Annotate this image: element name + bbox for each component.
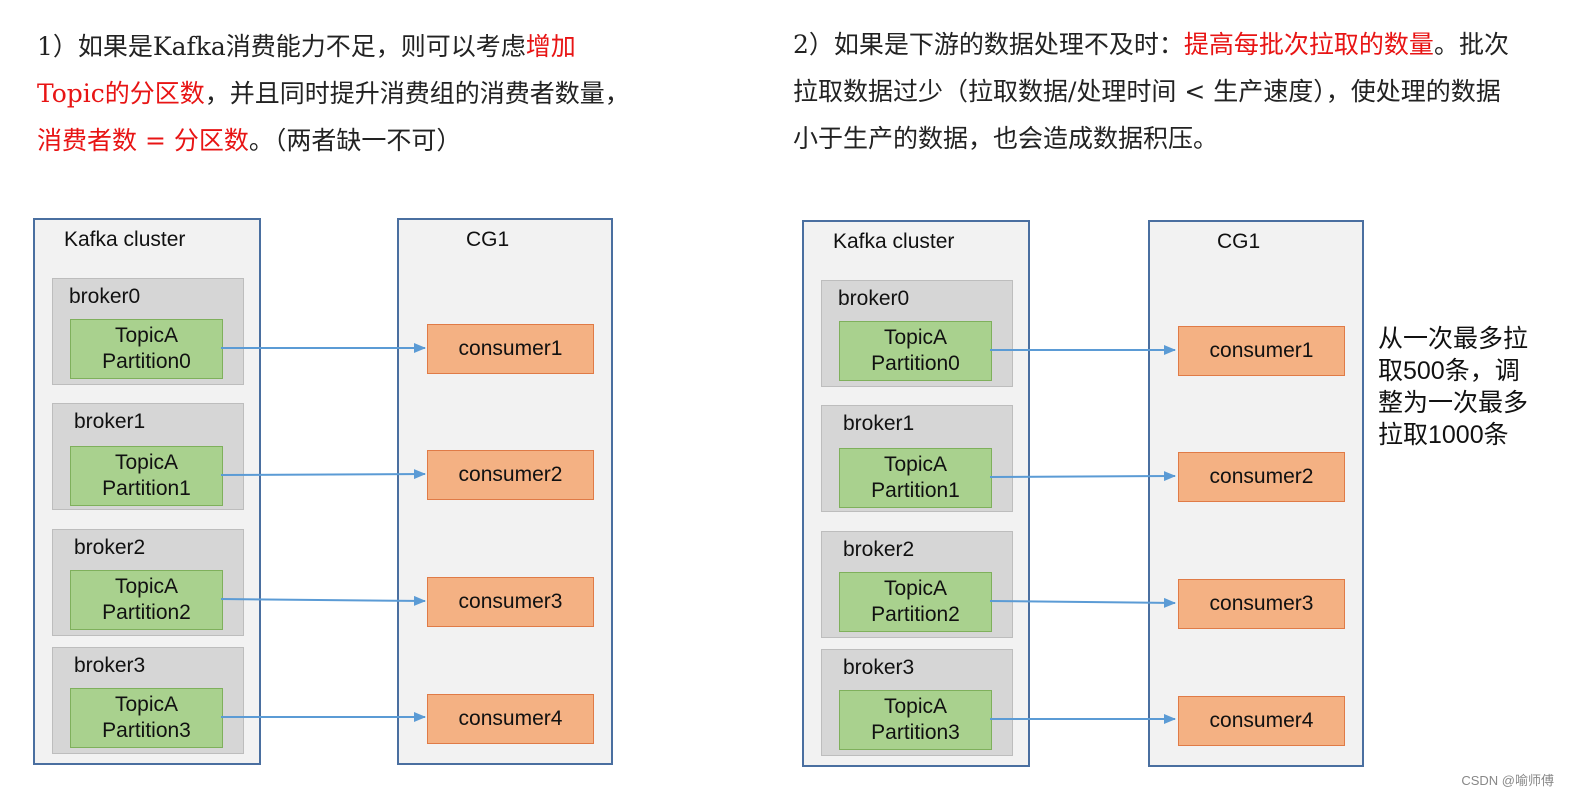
paragraph-consumer-capacity: 1）如果是Kafka消费能力不足，则可以考虑增加Topic的分区数，并且同时提升… [37, 23, 637, 164]
broker-label: broker0 [69, 285, 141, 308]
topic-label: TopicA [883, 453, 948, 476]
broker-box: broker3 TopicA Partition3 [52, 647, 244, 754]
body-text: 1）如果是Kafka消费能力不足，则可以考虑 [37, 32, 526, 61]
broker-box: broker0 TopicA Partition0 [821, 280, 1013, 387]
note-line: 取500条，调 [1378, 357, 1520, 385]
kafka-cluster-box-right: Kafka cluster broker0 TopicA Partition0 … [802, 220, 1030, 767]
partition-label: Partition3 [102, 719, 191, 742]
topic-partition: TopicA Partition1 [70, 446, 223, 506]
body-text: 2）如果是下游的数据处理不及时： [793, 30, 1184, 59]
consumer-group-label: CG1 [466, 228, 510, 251]
partition-label: Partition1 [102, 477, 191, 500]
watermark: CSDN @喻师傅 [1461, 773, 1554, 788]
broker-box: broker1 TopicA Partition1 [821, 405, 1013, 512]
consumer-box: consumer1 [1178, 326, 1345, 376]
consumer-box: consumer3 [1178, 579, 1345, 629]
batch-size-note: 从一次最多拉 取500条，调 整为一次最多 拉取1000条 [1378, 323, 1548, 451]
highlight-text: 消费者数 = 分区数 [37, 126, 249, 155]
kafka-cluster-label: Kafka cluster [833, 230, 955, 253]
kafka-cluster-label: Kafka cluster [64, 228, 186, 251]
broker-label: broker2 [74, 536, 146, 559]
arrow [220, 469, 426, 480]
partition-label: Partition3 [871, 721, 960, 744]
consumer-box: consumer4 [1178, 696, 1345, 746]
broker-label: broker0 [838, 287, 910, 310]
consumer-box: consumer3 [427, 577, 594, 627]
topic-label: TopicA [114, 324, 179, 347]
body-text: 。（两者缺一不可） [248, 126, 462, 155]
partition-label: Partition2 [871, 603, 960, 626]
topic-label: TopicA [114, 693, 179, 716]
note-line: 从一次最多拉 [1378, 325, 1529, 353]
partition-label: Partition2 [102, 601, 191, 624]
partition-label: Partition0 [102, 350, 191, 373]
consumer-box: consumer4 [427, 694, 594, 744]
arrow [220, 595, 426, 606]
topic-partition: TopicA Partition0 [839, 321, 992, 381]
partition-label: Partition0 [871, 352, 960, 375]
note-line: 拉取1000条 [1378, 421, 1509, 449]
topic-label: TopicA [114, 575, 179, 598]
body-text: ，并且同时提升消费组的消费者数量， [204, 79, 630, 108]
body-text: 。批次拉取数据过少（拉取数据/处理时间 < 生产速度），使处理的数据小于生产的数… [793, 30, 1509, 153]
broker-box: broker3 TopicA Partition3 [821, 649, 1013, 756]
broker-label: broker3 [74, 654, 146, 677]
broker-label: broker1 [843, 412, 915, 435]
topic-label: TopicA [883, 695, 948, 718]
consumer-box: consumer2 [427, 450, 594, 500]
broker-label: broker2 [843, 538, 915, 561]
consumer-box: consumer2 [1178, 452, 1345, 502]
highlight-text: 增加Topic的分区数 [37, 32, 576, 108]
broker-box: broker0 TopicA Partition0 [52, 278, 244, 385]
consumer-group-box-left: CG1 consumer1 consumer2 consumer3 consum… [397, 218, 613, 765]
topic-partition: TopicA Partition0 [70, 319, 223, 379]
broker-box: broker2 TopicA Partition2 [821, 531, 1013, 638]
broker-label: broker1 [74, 410, 146, 433]
kafka-cluster-box-left: Kafka cluster broker0 TopicA Partition0 … [33, 218, 261, 765]
topic-partition: TopicA Partition2 [70, 570, 223, 630]
consumer-group-label: CG1 [1217, 230, 1261, 253]
paragraph-downstream-processing: 2）如果是下游的数据处理不及时：提高每批次拉取的数量。批次拉取数据过少（拉取数据… [793, 21, 1518, 162]
topic-label: TopicA [114, 451, 179, 474]
topic-partition: TopicA Partition2 [839, 572, 992, 632]
arrow [989, 597, 1176, 608]
note-line: 整为一次最多 [1378, 389, 1529, 417]
consumer-group-box-right: CG1 consumer1 consumer2 consumer3 consum… [1148, 220, 1364, 767]
highlight-text: 提高每批次拉取的数量 [1183, 30, 1434, 59]
partition-label: Partition1 [871, 479, 960, 502]
arrow [989, 471, 1176, 482]
topic-label: TopicA [883, 326, 948, 349]
topic-partition: TopicA Partition3 [70, 688, 223, 748]
topic-label: TopicA [883, 577, 948, 600]
consumer-box: consumer1 [427, 324, 594, 374]
broker-box: broker2 TopicA Partition2 [52, 529, 244, 636]
broker-box: broker1 TopicA Partition1 [52, 403, 244, 510]
topic-partition: TopicA Partition3 [839, 690, 992, 750]
topic-partition: TopicA Partition1 [839, 448, 992, 508]
broker-label: broker3 [843, 656, 915, 679]
